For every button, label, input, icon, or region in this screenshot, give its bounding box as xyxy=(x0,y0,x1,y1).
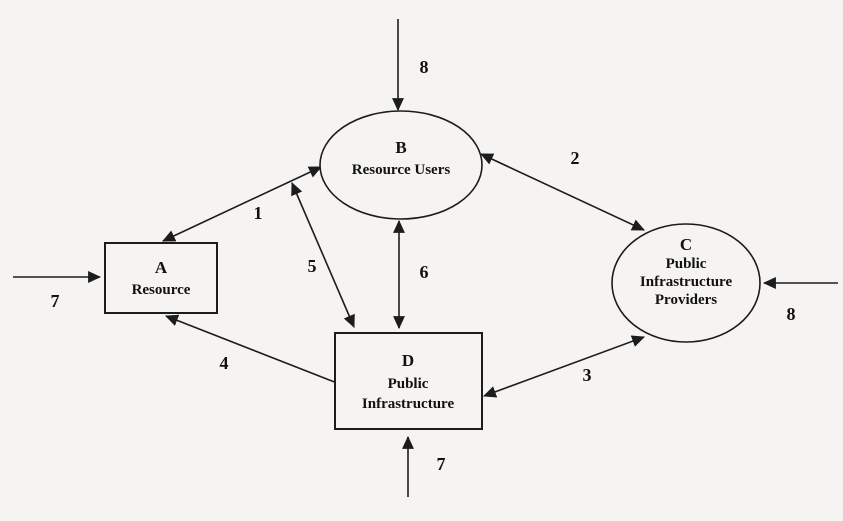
node-d-label-line1: Public xyxy=(388,376,429,392)
node-a-box xyxy=(104,242,218,314)
node-d-id: D xyxy=(402,351,414,370)
node-c-id: C xyxy=(680,235,692,254)
edge-label-8-top: 8 xyxy=(420,57,429,77)
edge-label-8-right: 8 xyxy=(787,304,796,324)
node-b-id: B xyxy=(395,138,406,157)
edge-b-c xyxy=(480,153,645,231)
edge-label-7-left: 7 xyxy=(51,291,60,311)
edge-b-d-diagonal xyxy=(291,182,355,328)
edge-label-2: 2 xyxy=(571,148,580,168)
node-c-ellipse xyxy=(611,223,761,343)
node-d-label-line2: Infrastructure xyxy=(362,396,455,412)
edge-label-3: 3 xyxy=(583,365,592,385)
node-c-label-line1: Public xyxy=(666,256,707,272)
edge-label-7-bottom: 7 xyxy=(437,454,446,474)
edge-label-1: 1 xyxy=(254,203,263,223)
node-b-ellipse xyxy=(319,110,483,220)
node-b: B Resource Users xyxy=(319,110,483,220)
edge-label-5: 5 xyxy=(308,256,317,276)
node-c-label-line3: Providers xyxy=(655,292,717,308)
node-b-label: Resource Users xyxy=(352,162,451,178)
node-d-box xyxy=(334,332,483,430)
edge-d-a xyxy=(164,314,338,384)
edge-d-c xyxy=(482,335,646,398)
node-a-id: A xyxy=(155,258,168,277)
node-a: A Resource xyxy=(104,242,218,314)
node-c: C Public Infrastructure Providers xyxy=(611,223,761,343)
node-c-label-line2: Infrastructure xyxy=(640,274,733,290)
edge-label-6: 6 xyxy=(420,262,429,282)
node-d: D Public Infrastructure xyxy=(334,332,483,430)
edge-label-4: 4 xyxy=(220,353,229,373)
node-a-label: Resource xyxy=(132,282,191,298)
edge-a-b xyxy=(162,166,322,242)
